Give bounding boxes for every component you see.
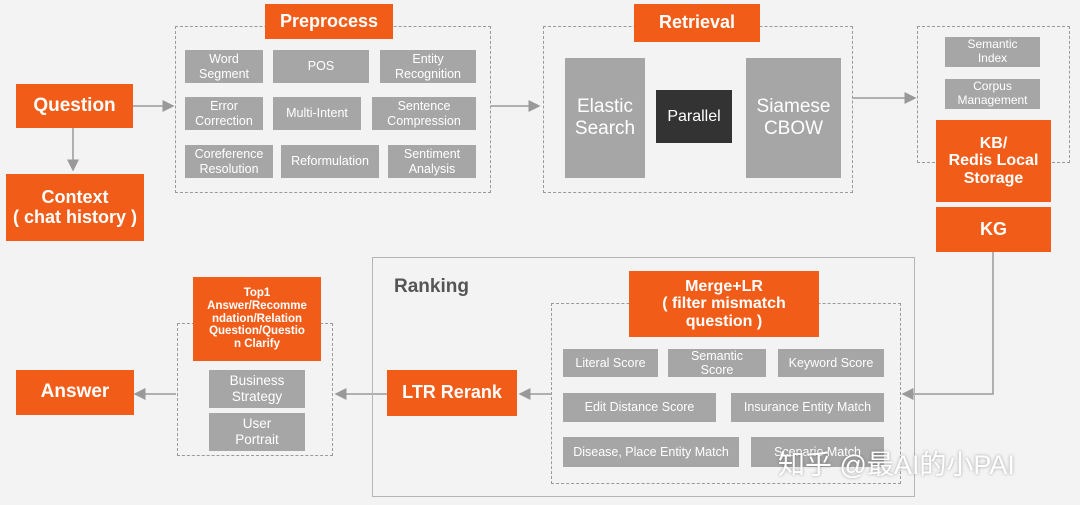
retrieval-title: Retrieval [634,4,760,42]
preprocess-item: Coreference Resolution [185,145,273,178]
preprocess-item: Word Segment [185,50,263,83]
preprocess-item: Multi-Intent [273,97,361,130]
preprocess-item: Sentiment Analysis [388,145,476,178]
score-item: Literal Score [563,349,658,377]
score-item: Keyword Score [778,349,884,377]
semantic-index-box: Semantic Index [945,37,1040,67]
preprocess-item: Reformulation [281,145,379,178]
top1-answer-box: Top1 Answer/Recomme ndation/Relation Que… [193,277,321,361]
ltr-rerank-box: LTR Rerank [387,370,517,416]
user-portrait-box: User Portrait [209,413,305,451]
preprocess-item: Entity Recognition [380,50,476,83]
context-box: Context ( chat history ) [6,174,144,241]
kg-box: KG [936,207,1051,252]
elastic-search-box: Elastic Search [565,58,645,178]
parallel-box: Parallel [656,90,732,143]
preprocess-title: Preprocess [265,4,393,39]
score-item: Semantic Score [668,349,766,377]
preprocess-item: POS [273,50,369,83]
preprocess-item: Error Correction [185,97,263,130]
arrow-kg-to-ranking [901,252,994,400]
siamese-cbow-box: Siamese CBOW [746,58,841,178]
corpus-management-box: Corpus Management [945,79,1040,109]
ranking-title: Ranking [394,276,469,297]
watermark: 知乎 @最AI的小PAI [778,450,1015,480]
ranking-group [372,257,915,497]
score-item: Edit Distance Score [563,393,716,422]
score-item: Insurance Entity Match [731,393,884,422]
preprocess-item: Sentence Compression [372,97,476,130]
merge-lr-box: Merge+LR ( filter mismatch question ) [629,271,819,337]
score-item: Scenario Match [751,437,884,467]
question-box: Question [16,84,133,128]
kb-redis-storage-box: KB/ Redis Local Storage [936,120,1051,202]
score-item: Disease, Place Entity Match [563,437,739,467]
answer-box: Answer [16,370,134,415]
business-strategy-box: Business Strategy [209,370,305,408]
